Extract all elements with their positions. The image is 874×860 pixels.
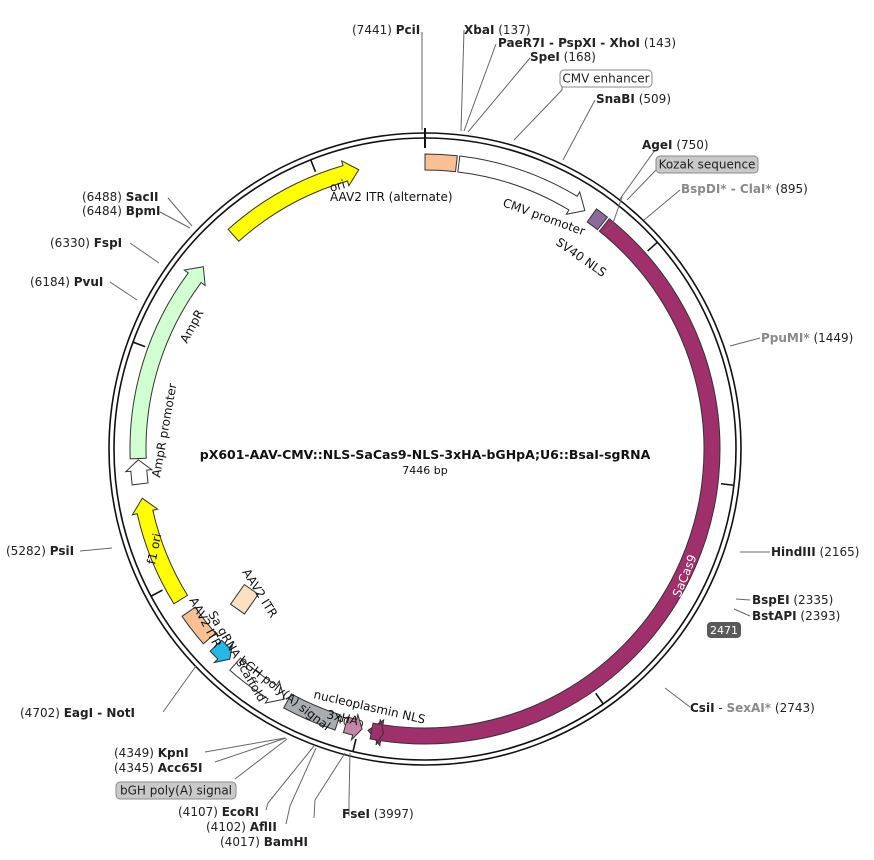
site-leader-lines	[79, 29, 770, 825]
site-bspdi-clai[interactable]: BspDI* - ClaI* (895)	[681, 182, 808, 196]
site-pvui[interactable]: (6184) PvuI	[30, 275, 103, 289]
feature-f1-ori[interactable]	[131, 497, 189, 605]
tick-3000	[595, 692, 604, 705]
site-psii[interactable]: (5282) PsiI	[6, 544, 74, 558]
plasmid-length: 7446 bp	[402, 464, 447, 477]
feature-aav2-itr-b[interactable]	[181, 606, 217, 645]
site-ppumi[interactable]: PpuMI* (1449)	[761, 331, 853, 345]
site-bstapi[interactable]: BstAPI (2393)	[752, 609, 840, 623]
site-aflii[interactable]: (4102) AflII	[206, 820, 277, 834]
tick-6000	[132, 341, 146, 348]
site-bpmi[interactable]: (6484) BpmI	[82, 204, 160, 218]
site-pcii[interactable]: (7441) PciI	[352, 23, 420, 37]
site-bspei[interactable]: BspEI (2335)	[752, 593, 833, 607]
feature-aav2-itr-free[interactable]	[229, 583, 259, 615]
site-agei[interactable]: AgeI (750)	[642, 138, 709, 152]
kozak-text: Kozak sequence	[659, 158, 756, 172]
site-acc65i[interactable]: (4345) Acc65I	[114, 761, 202, 775]
feature-nucleoplasmin-nls[interactable]	[369, 719, 385, 746]
tick-5000	[150, 589, 163, 597]
label-ori: ori	[328, 177, 347, 195]
plasmid-title: pX601-AAV-CMV::NLS-SaCas9-NLS-3xHA-bGHpA…	[200, 447, 651, 462]
boxed-label-cmv-enhancer: CMV enhancer	[559, 69, 653, 88]
tick-2000	[720, 482, 734, 487]
feature-cmv-promoter[interactable]	[457, 155, 586, 215]
site-xbai[interactable]: XbaI (137)	[464, 23, 531, 37]
label-aav2-itr-alt: AAV2 ITR (alternate)	[330, 190, 453, 204]
badge-2471-text: 2471	[710, 624, 738, 637]
feature-sacas9[interactable]	[367, 218, 721, 747]
label-f1-ori: f1 ori	[144, 532, 164, 566]
site-paer7i-pspxi-xhoi[interactable]: PaeR7I - PspXI - XhoI (143)	[498, 36, 676, 50]
site-bamhi[interactable]: (4017) BamHI	[220, 835, 308, 849]
features	[124, 153, 721, 747]
site-labels: (7441) PciI XbaI (137) PaeR7I - PspXI - …	[6, 23, 859, 849]
badge-2471: 2471	[707, 622, 741, 638]
bgh-text: bGH poly(A) signal	[120, 784, 232, 798]
site-fsei[interactable]: FseI (3997)	[342, 807, 414, 821]
feature-ori[interactable]	[227, 159, 360, 242]
feature-bgh[interactable]	[283, 693, 341, 731]
site-kpni[interactable]: (4349) KpnI	[114, 746, 189, 760]
label-sv40-nls: SV40 NLS	[553, 235, 609, 280]
site-eagi-noti[interactable]: (4702) EagI - NotI	[20, 706, 135, 720]
cmv-enhancer-text: CMV enhancer	[562, 72, 649, 86]
feature-ampr[interactable]	[129, 266, 206, 460]
tick-4000	[352, 738, 357, 752]
feature-aav2-itr-alt[interactable]	[424, 153, 458, 173]
boxed-label-bgh: bGH poly(A) signal	[115, 781, 237, 800]
feature-sa-grna[interactable]	[209, 639, 234, 664]
site-spei[interactable]: SpeI (168)	[530, 50, 596, 64]
site-snabi[interactable]: SnaBI (509)	[596, 92, 671, 106]
feature-u6-promoter[interactable]	[229, 657, 285, 704]
feature-sv40-nls[interactable]	[586, 208, 609, 231]
site-sacii[interactable]: (6488) SacII	[82, 190, 159, 204]
label-ampr-promoter: AmpR promoter	[149, 382, 179, 478]
feature-3xha[interactable]	[342, 712, 363, 742]
tick-1000	[647, 241, 658, 252]
site-hindiii[interactable]: HindIII (2165)	[771, 545, 859, 559]
site-csii-sexai[interactable]: CsiI - SexAI* (2743)	[690, 701, 815, 715]
site-fspi[interactable]: (6330) FspI	[50, 236, 122, 250]
boxed-label-kozak: Kozak sequence	[655, 155, 759, 174]
feature-ampr-promoter[interactable]	[124, 459, 154, 486]
tick-7000	[309, 159, 317, 173]
site-ecori[interactable]: (4107) EcoRI	[178, 805, 259, 819]
